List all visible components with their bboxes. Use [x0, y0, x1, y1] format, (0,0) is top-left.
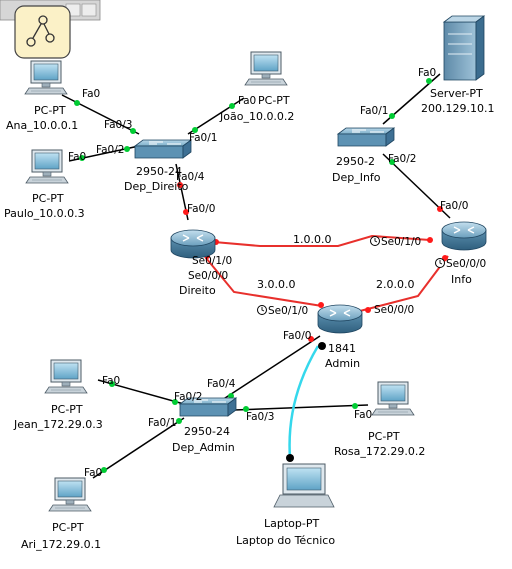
link-status-dots	[74, 78, 448, 473]
clock-icon	[370, 236, 380, 246]
clock-icon	[257, 305, 267, 315]
router-info[interactable]: Info	[441, 221, 487, 286]
port-label: Fa0	[418, 67, 436, 79]
pc-icon	[244, 51, 288, 86]
link-admin-depadmin[interactable]	[221, 335, 321, 401]
switch-dep-info-name: Dep_Info	[332, 171, 381, 184]
laptop-name: Laptop do Técnico	[236, 534, 335, 547]
port-label: Fa0	[238, 95, 256, 107]
port-labels: Fa0 Fa0/3 Fa0 Fa0/2 Fa0 Fa0/1 Fa0/4 Fa0/…	[68, 67, 486, 479]
switch-dep-admin[interactable]: 2950-24 Dep_Admin	[172, 397, 237, 454]
pc-paulo[interactable]: PC-PT Paulo_10.0.0.3	[4, 149, 85, 220]
server-icon	[443, 21, 477, 81]
pc-ana-name: Ana_10.0.0.1	[6, 119, 78, 132]
port-label: Fa0/2	[96, 144, 124, 156]
switch-icon	[134, 139, 192, 159]
pc-joao-type: PC-PT	[258, 94, 290, 107]
switch-dep-info[interactable]: 2950-2 Dep_Info	[332, 127, 395, 184]
port-label: Fa0	[68, 151, 86, 163]
port-label: Se0/1/0	[381, 236, 421, 248]
pc-ari-type: PC-PT	[52, 521, 84, 534]
link-rosa-depadmin[interactable]	[233, 404, 369, 411]
router-icon	[317, 304, 363, 334]
router-info-name: Info	[451, 273, 472, 286]
network-label-1: 1.0.0.0	[293, 233, 331, 246]
switch-dep-direito-name: Dep_Direito	[124, 180, 189, 193]
pc-jean-name: Jean_172.29.0.3	[13, 418, 103, 431]
port-label: Se0/1/0	[268, 305, 308, 317]
laptop-tecnico[interactable]: Laptop-PT Laptop do Técnico	[236, 463, 335, 547]
pc-jean[interactable]: PC-PT Jean_172.29.0.3	[13, 359, 103, 431]
link-info-admin-serial[interactable]	[355, 255, 449, 313]
port-label: Fa0/0	[283, 330, 311, 342]
port-label: Se0/0/0	[188, 270, 228, 282]
port-label: Fa0/2	[174, 391, 202, 403]
pc-paulo-type: PC-PT	[32, 192, 64, 205]
port-label: Fa0/4	[207, 378, 236, 390]
pc-rosa-type: PC-PT	[368, 430, 400, 443]
switch-dep-direito[interactable]: 2950-24 Dep_Direito	[124, 139, 192, 193]
pc-icon	[371, 381, 415, 416]
switch-icon	[337, 127, 395, 147]
laptop-type: Laptop-PT	[264, 517, 319, 530]
router-admin[interactable]: 1841 Admin	[317, 304, 363, 370]
port-label: Fa0/0	[440, 200, 468, 212]
port-label: Fa0	[354, 409, 372, 421]
router-direito[interactable]: Direito	[170, 229, 216, 297]
switch-dep-admin-name: Dep_Admin	[172, 441, 235, 454]
link-direito-info-serial[interactable]	[213, 234, 431, 247]
pc-joao[interactable]: PC-PT João_10.0.0.2	[219, 51, 294, 123]
port-label: Se0/1/0	[192, 255, 232, 267]
link-direito-admin-serial[interactable]	[205, 257, 323, 307]
link-joao-depdireito[interactable]	[187, 97, 245, 135]
router-icon	[441, 221, 487, 251]
port-label: Fa0	[82, 88, 100, 100]
network-label-3: 3.0.0.0	[257, 278, 295, 291]
laptop-icon	[273, 463, 335, 508]
router-direito-name: Direito	[179, 284, 216, 297]
switch-dep-admin-model: 2950-24	[184, 425, 230, 438]
router-icon	[170, 229, 216, 259]
port-label: Se0/0/0	[374, 304, 414, 316]
router-admin-model: 1841	[328, 342, 356, 355]
pc-joao-name: João_10.0.0.2	[219, 110, 294, 123]
port-label: Fa0/3	[246, 411, 274, 423]
pc-icon	[25, 149, 69, 184]
server-type: Server-PT	[430, 87, 483, 100]
link-laptop-admin-console[interactable]	[288, 345, 320, 459]
server-name: 200.129.10.1	[421, 102, 494, 115]
port-label: Se0/0/0	[446, 258, 486, 270]
pc-rosa[interactable]: PC-PT Rosa_172.29.0.2	[334, 381, 425, 458]
port-label: Fa0/1	[148, 417, 176, 429]
logical-workspace-icon[interactable]	[14, 5, 71, 59]
port-label: Fa0	[84, 467, 102, 479]
pc-ana-type: PC-PT	[34, 104, 66, 117]
switch-dep-direito-model: 2950-24	[136, 165, 182, 178]
port-label: Fa0/3	[104, 119, 132, 131]
pc-paulo-name: Paulo_10.0.0.3	[4, 207, 85, 220]
network-label-2: 2.0.0.0	[376, 278, 414, 291]
pc-icon	[24, 60, 68, 95]
port-label: Fa0/2	[388, 153, 416, 165]
port-label: Fa0	[102, 375, 120, 387]
clock-icon	[435, 258, 445, 268]
pc-ari[interactable]: PC-PT Ari_172.29.0.1	[21, 477, 101, 551]
port-label: Fa0/1	[189, 132, 217, 144]
port-label: Fa0/1	[360, 105, 388, 117]
network-labels: 1.0.0.0 3.0.0.0 2.0.0.0	[257, 233, 414, 291]
server-pt[interactable]: Server-PT 200.129.10.1	[421, 15, 494, 115]
link-ari-depadmin[interactable]	[92, 417, 185, 479]
pc-jean-type: PC-PT	[51, 403, 83, 416]
switch-dep-info-model: 2950-2	[336, 155, 375, 168]
pc-icon	[44, 359, 88, 394]
pc-rosa-name: Rosa_172.29.0.2	[334, 445, 425, 458]
pc-icon	[48, 477, 92, 512]
port-label: Fa0/4	[176, 171, 205, 183]
pc-ana[interactable]: PC-PT Ana_10.0.0.1	[6, 60, 78, 132]
port-label: Fa0/0	[187, 203, 215, 215]
router-admin-name: Admin	[325, 357, 360, 370]
pc-ari-name: Ari_172.29.0.1	[21, 538, 101, 551]
